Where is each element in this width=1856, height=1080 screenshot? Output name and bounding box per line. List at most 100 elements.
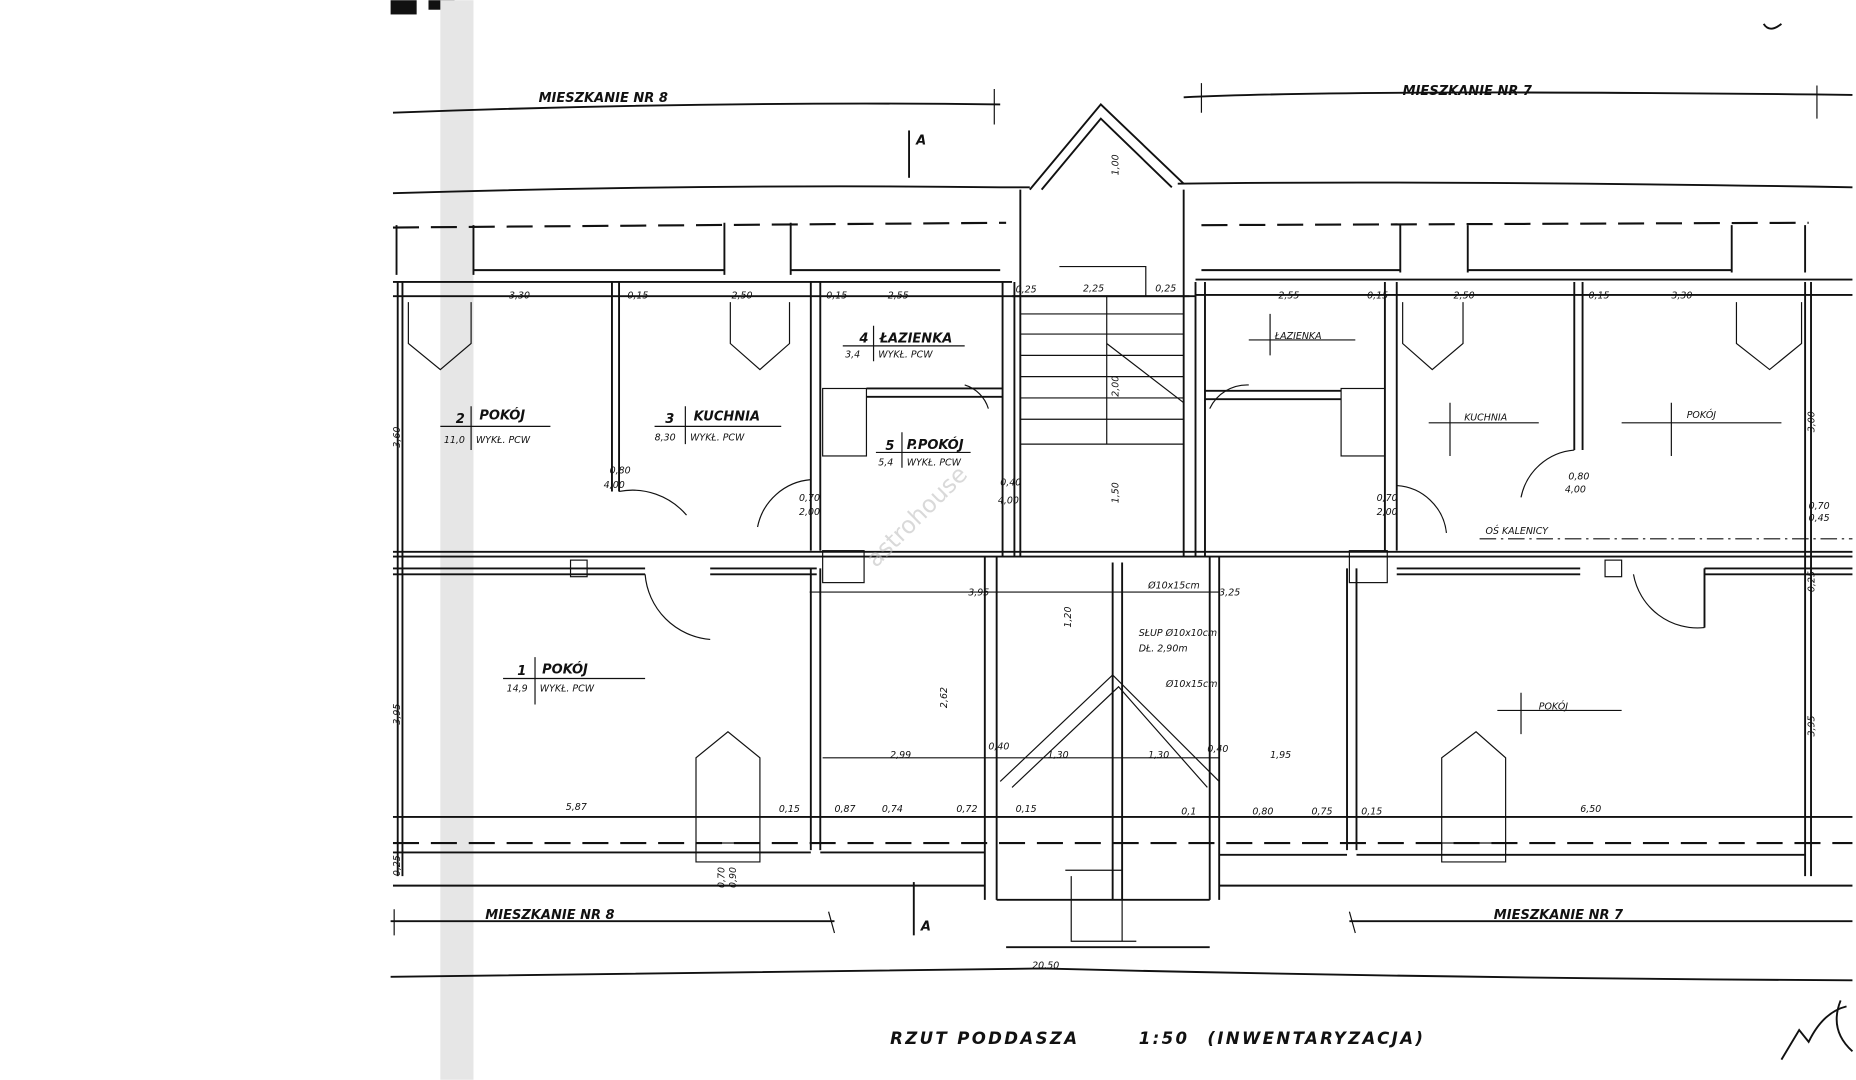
svg-text:SŁUP Ø10x10cm: SŁUP Ø10x10cm [1139,628,1217,639]
apartment-label-bottom-right: MIESZKANIE NR 7 [1494,908,1624,923]
svg-text:2,99: 2,99 [890,750,911,761]
svg-text:3,60: 3,60 [392,427,403,448]
drawing-subtitle: (INWENTARYZACJA) [1207,1029,1425,1048]
mid-dimensions: 3,95 3,25 2,99 0,40 1,30 1,30 0,40 1,95 … [890,154,1291,760]
dormer-windows [407,302,1803,851]
svg-text:4: 4 [858,331,868,346]
room-3-label: 3 KUCHNIA 8,30 WYKŁ. PCW [654,406,782,445]
svg-text:1: 1 [517,664,526,679]
svg-text:3,95: 3,95 [968,588,989,599]
svg-text:0,70: 0,70 [716,867,727,888]
svg-text:ŁAZIENKA: ŁAZIENKA [1274,331,1322,342]
svg-text:0,25: 0,25 [1807,571,1818,592]
room-2-label: 2 POKÓJ 11,0 WYKŁ. PCW [440,406,551,451]
dim-label: 0,15 [1367,291,1388,302]
door-swings [618,384,1705,641]
section-marker-bottom: A [920,920,931,935]
svg-text:3,00: 3,00 [1807,411,1818,432]
svg-text:0,90: 0,90 [728,867,739,888]
ventilation-ducts [569,387,1623,584]
bottom-dimensions: 5,87 0,15 0,87 0,74 0,72 0,15 0,1 0,80 0… [392,411,1817,888]
svg-text:0,70: 0,70 [1377,493,1398,504]
interior-walls [392,281,1853,900]
svg-text:KUCHNIA: KUCHNIA [694,409,760,424]
svg-text:5: 5 [885,439,894,454]
svg-text:0,40: 0,40 [988,742,1009,753]
svg-text:WYKŁ. PCW: WYKŁ. PCW [690,433,745,444]
svg-text:ŁAZIENKA: ŁAZIENKA [878,331,952,346]
svg-text:5,87: 5,87 [566,802,587,813]
dim-label: 0,25 [1016,285,1037,296]
svg-text:0,70: 0,70 [1809,501,1830,512]
dim-label: 2,50 [732,291,753,302]
svg-text:0,72: 0,72 [956,804,977,815]
svg-text:2,00: 2,00 [1111,376,1122,397]
svg-text:5,4: 5,4 [878,457,893,468]
svg-text:3,25: 3,25 [1219,588,1240,599]
svg-text:1,30: 1,30 [1148,750,1169,761]
svg-text:14,9: 14,9 [507,684,528,695]
roof-framing: Ø10x15cm SŁUP Ø10x10cm DŁ. 2,90m Ø10x15c… [809,562,1220,942]
svg-text:4,00: 4,00 [998,495,1019,506]
svg-text:0,74: 0,74 [882,804,903,815]
svg-text:2: 2 [456,412,465,427]
room-1-label: 1 POKÓJ 14,9 WYKŁ. PCW [503,657,646,705]
scan-mark [1762,23,1783,30]
svg-text:3: 3 [665,412,674,427]
svg-text:11,0: 11,0 [444,435,465,446]
signature [1780,1000,1854,1061]
svg-text:POKÓJ: POKÓJ [1539,700,1569,712]
svg-text:0,1: 0,1 [1181,807,1196,818]
dim-label: 0,25 [1155,283,1176,294]
svg-text:1,95: 1,95 [1270,750,1291,761]
svg-text:3,95: 3,95 [392,704,403,725]
staircase [1012,103,1190,557]
svg-text:8,30: 8,30 [655,433,676,444]
apartment-label-bottom-left: MIESZKANIE NR 8 [485,908,614,923]
dim-label: 3,30 [509,291,530,302]
svg-text:1,00: 1,00 [1111,154,1122,175]
svg-text:P.POKÓJ: P.POKÓJ [907,437,964,453]
section-marker-top: A [915,134,926,149]
bottom-walls [392,816,1853,949]
svg-text:0,70: 0,70 [799,493,820,504]
svg-text:4,00: 4,00 [1565,485,1586,496]
svg-text:4,00: 4,00 [604,480,625,491]
svg-text:6,50: 6,50 [1580,804,1601,815]
total-width-label: 20,50 [1032,960,1059,971]
svg-text:WYKŁ. PCW: WYKŁ. PCW [907,457,962,468]
dim-label: 2,25 [1083,283,1104,294]
dim-label: 2,55 [1278,291,1299,302]
svg-text:1,20: 1,20 [1063,607,1074,628]
svg-text:Ø10x15cm: Ø10x15cm [1165,679,1218,690]
svg-text:1,50: 1,50 [1111,482,1122,503]
svg-text:POKÓJ: POKÓJ [479,407,525,423]
svg-text:0,80: 0,80 [1252,807,1273,818]
svg-text:POKÓJ: POKÓJ [542,662,588,678]
svg-text:0,87: 0,87 [834,804,855,815]
dim-label: 0,15 [1588,291,1609,302]
room-5-label: 5 P.POKÓJ 5,4 WYKŁ. PCW [875,432,971,468]
svg-text:2,00: 2,00 [799,507,820,518]
room-4-label: 4 ŁAZIENKA 3,4 WYKŁ. PCW [842,325,965,362]
svg-text:0,75: 0,75 [1312,807,1333,818]
paper-fold-strip [440,0,474,1080]
svg-text:0,80: 0,80 [1568,472,1589,483]
bottom-apartment-lines [390,882,1853,982]
dim-label: 2,50 [1454,291,1475,302]
room-labels-right: ŁAZIENKA KUCHNIA POKÓJ POKÓJ OŚ KALENICY [1248,313,1853,735]
door-dimensions: 0,80 4,00 0,70 2,00 0,40 4,00 0,70 2,00 … [604,466,1830,524]
svg-text:0,15: 0,15 [1361,807,1382,818]
svg-text:DŁ. 2,90m: DŁ. 2,90m [1139,643,1188,654]
svg-text:KUCHNIA: KUCHNIA [1464,412,1507,423]
dim-label: 2,55 [888,291,909,302]
svg-text:0,25: 0,25 [392,855,403,876]
apartment-label-top-left: MIESZKANIE NR 8 [539,91,668,106]
svg-text:OŚ KALENICY: OŚ KALENICY [1486,525,1550,537]
scan-mark [390,0,417,15]
svg-text:3,4: 3,4 [845,350,860,361]
svg-text:0,40: 0,40 [1000,478,1021,489]
svg-text:0,15: 0,15 [1016,804,1037,815]
dim-label: 0,15 [826,291,847,302]
